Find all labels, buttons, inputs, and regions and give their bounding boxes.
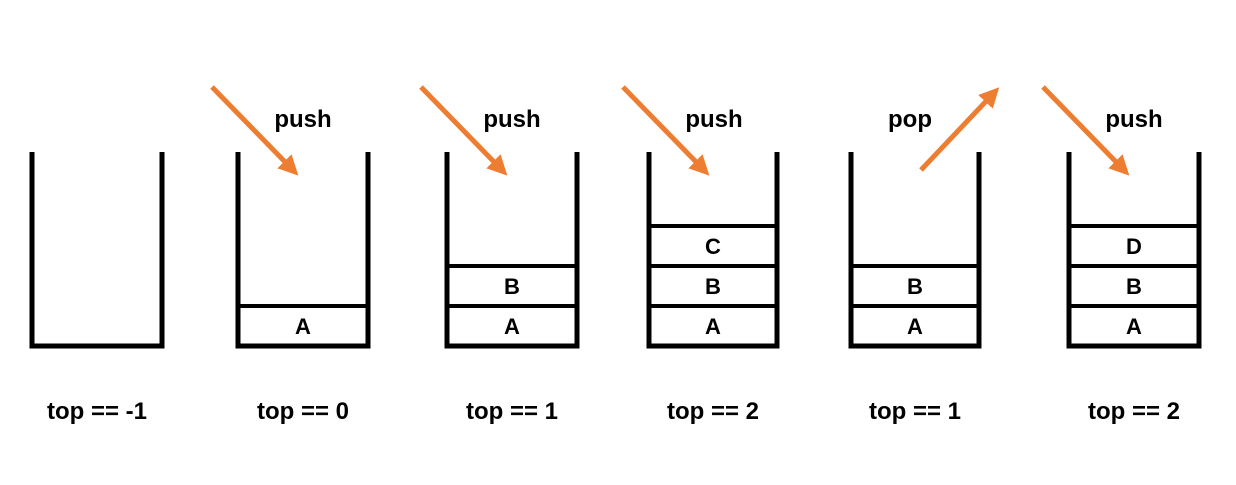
top-index-label: top == 2 <box>667 398 759 425</box>
stack-container <box>235 152 371 349</box>
stack-container <box>848 152 982 349</box>
stack-step-1: top == -1 <box>29 152 165 425</box>
pop-arrow-icon <box>919 87 1000 172</box>
push-arrow-icon <box>621 85 710 176</box>
stack-cell-label: A <box>1126 314 1142 339</box>
stack-cell-label: A <box>295 314 311 339</box>
top-index-label: top == 0 <box>257 398 349 425</box>
push-label: push <box>483 106 540 133</box>
push-arrow-icon <box>1041 85 1130 176</box>
stack-cell-label: D <box>1126 234 1142 259</box>
stack-cell-label: B <box>1126 274 1142 299</box>
push-arrow-icon <box>210 85 299 176</box>
pop-label: pop <box>888 106 932 133</box>
stack-cells: ABD <box>1069 224 1199 339</box>
top-index-label: top == 1 <box>466 398 558 425</box>
stack-cells: A <box>238 304 368 339</box>
stack-cells: AB <box>447 264 577 339</box>
stack-cell-label: B <box>705 274 721 299</box>
top-index-label: top == 1 <box>869 398 961 425</box>
push-label: push <box>685 106 742 133</box>
stack-container <box>29 152 165 349</box>
stack-cell-label: A <box>705 314 721 339</box>
stack-cells: AB <box>851 264 979 339</box>
stack-cells: ABC <box>649 224 777 339</box>
stack-cell-label: B <box>907 274 923 299</box>
stack-container <box>444 152 580 349</box>
push-label: push <box>1105 106 1162 133</box>
stack-cell-label: B <box>504 274 520 299</box>
stack-container <box>646 152 780 349</box>
top-index-label: top == -1 <box>47 398 147 425</box>
top-index-label: top == 2 <box>1088 398 1180 425</box>
push-arrow-icon <box>419 85 508 176</box>
stack-container <box>1066 152 1202 349</box>
stack-cell-label: C <box>705 234 721 259</box>
stack-cell-label: A <box>907 314 923 339</box>
stack-cell-label: A <box>504 314 520 339</box>
push-label: push <box>274 106 331 133</box>
